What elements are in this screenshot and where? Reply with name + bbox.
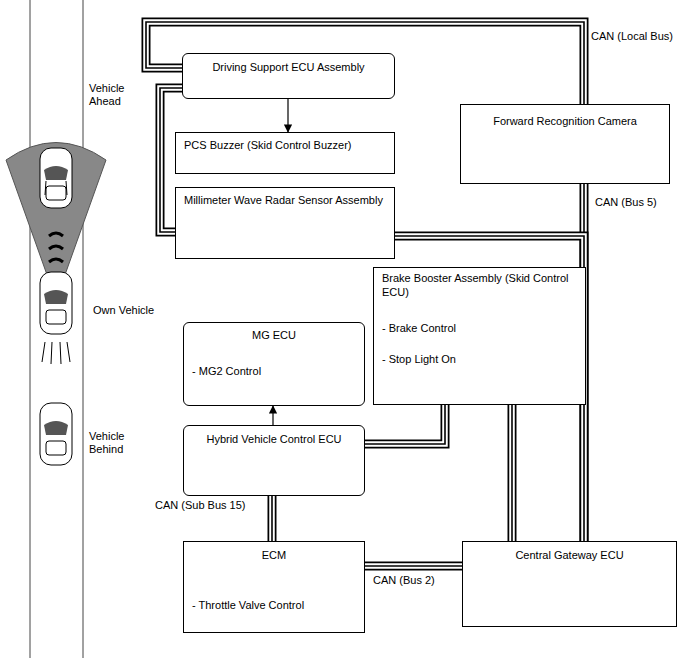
can-bus [512,405,513,541]
road-line [83,0,84,658]
box-title: Driving Support ECU Assembly [191,61,386,75]
box-title: MG ECU [192,329,356,343]
bus-label: CAN (Local Bus) [590,30,674,43]
ecu-box: Central Gateway ECU [462,541,677,627]
ecu-box: Driving Support ECU Assembly [182,53,395,99]
box-title: Hybrid Vehicle Control ECU [192,433,356,447]
sensor-box: Millimeter Wave Radar Sensor Assembly [175,187,395,259]
buzzer-box: PCS Buzzer (Skid Control Buzzer) [175,132,395,174]
ecu-box: Hybrid Vehicle Control ECU [183,425,365,496]
can-bus [365,405,445,444]
bus-label: CAN (Bus 2) [372,574,436,587]
bus-label: CAN (Sub Bus 15) [154,499,246,512]
box-body: - Stop Light On [382,353,577,367]
can-bus [272,496,273,541]
camera-box: Forward Recognition Camera [460,104,670,184]
signal-arrow [273,406,274,425]
box-title: ECM [192,549,356,563]
ecu-box: ECM - Throttle Valve Control [183,541,365,633]
bus-label: CAN (Bus 5) [594,196,658,209]
signal-arrow [288,99,289,132]
road-line [30,0,31,658]
vehicle-label: Vehicle Behind [88,430,138,456]
vehicle-label: Vehicle Ahead [88,82,134,108]
vehicle-label: Own Vehicle [92,304,155,317]
box-body: - MG2 Control [192,365,356,379]
box-body: - Brake Control [382,322,577,336]
can-bus [146,22,584,104]
box-title: Forward Recognition Camera [469,115,661,129]
box-title: Brake Booster Assembly (Skid Control ECU… [382,272,577,300]
box-title: PCS Buzzer (Skid Control Buzzer) [184,139,386,153]
can-bus [365,566,462,567]
box-body: - Throttle Valve Control [192,599,356,613]
own-vehicle [40,272,72,364]
ecu-box: Brake Booster Assembly (Skid Control ECU… [373,267,586,405]
ecu-box: MG ECU - MG2 Control [183,322,365,406]
radar-wave [49,233,63,262]
box-title: Central Gateway ECU [471,549,668,563]
box-title: Millimeter Wave Radar Sensor Assembly [184,194,386,208]
vehicle-behind [40,403,72,465]
vehicle-ahead [40,148,72,208]
